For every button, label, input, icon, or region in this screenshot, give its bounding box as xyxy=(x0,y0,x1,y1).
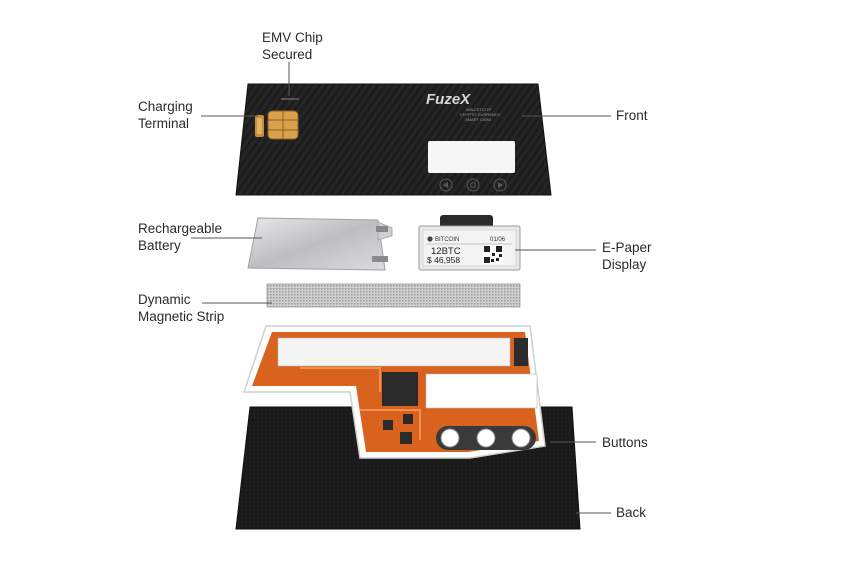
label-battery: Rechargeable Battery xyxy=(138,220,222,254)
label-battery-line-2: Battery xyxy=(138,238,181,253)
epaper-coin: BITCOIN xyxy=(435,237,459,243)
left-button-icon xyxy=(439,178,453,192)
label-charging-terminal: Charging Terminal xyxy=(138,98,193,132)
label-epaper-line-2: Display xyxy=(602,257,647,272)
label-magnetic-strip: Dynamic Magnetic Strip xyxy=(138,291,224,325)
pcb-component xyxy=(242,325,546,459)
pcb-button-center-icon xyxy=(476,428,496,448)
label-front: Front xyxy=(616,108,648,123)
front-display-window xyxy=(428,141,515,173)
center-button-icon xyxy=(466,178,480,192)
pcb-button-left-icon xyxy=(440,428,460,448)
charging-terminal-icon xyxy=(255,115,264,137)
brand-logo: FuzeX xyxy=(426,91,471,108)
epaper-value: $ 46,958 xyxy=(427,255,460,265)
label-charging-terminal-line-2: Terminal xyxy=(138,116,190,131)
label-epaper-line-1: E-Paper xyxy=(602,240,652,255)
label-emv-chip-line-2: Secured xyxy=(262,47,313,62)
label-buttons: Buttons xyxy=(602,435,648,450)
label-charging-terminal-line-1: Charging xyxy=(138,99,193,114)
emv-chip-icon xyxy=(267,110,299,140)
label-emv-chip-line-1: EMV Chip xyxy=(262,30,323,45)
epaper-amount: 12BTC xyxy=(431,246,461,257)
front-buttons xyxy=(439,178,507,192)
pcb-button-right-icon xyxy=(511,428,531,448)
magnetic-strip-component xyxy=(266,283,521,308)
label-back: Back xyxy=(616,505,647,520)
label-epaper: E-Paper Display xyxy=(602,239,652,273)
label-magnetic-strip-line-1: Dynamic xyxy=(138,292,191,307)
label-magnetic-strip-line-2: Magnetic Strip xyxy=(138,309,225,324)
label-battery-line-1: Rechargeable xyxy=(138,221,223,236)
tagline-line-3: SMART CARD xyxy=(465,117,491,122)
tagline-line-2: CRYPTO CURRENCY xyxy=(460,112,501,117)
qr-code-icon xyxy=(483,245,503,264)
card-front: FuzeX WALLET/OTP CRYPTO CURRENCY SMART C… xyxy=(235,83,552,196)
tagline-line-1: WALLET/OTP xyxy=(466,107,492,112)
right-button-icon xyxy=(493,178,507,192)
bitcoin-icon xyxy=(427,236,433,242)
epaper-component: BITCOIN 01/06 12BTC $ 46,958 xyxy=(418,215,521,271)
epaper-date: 01/06 xyxy=(490,237,506,243)
leader-lines xyxy=(191,62,611,514)
label-emv-chip: EMV Chip Secured xyxy=(262,29,323,63)
battery-component xyxy=(247,217,393,271)
